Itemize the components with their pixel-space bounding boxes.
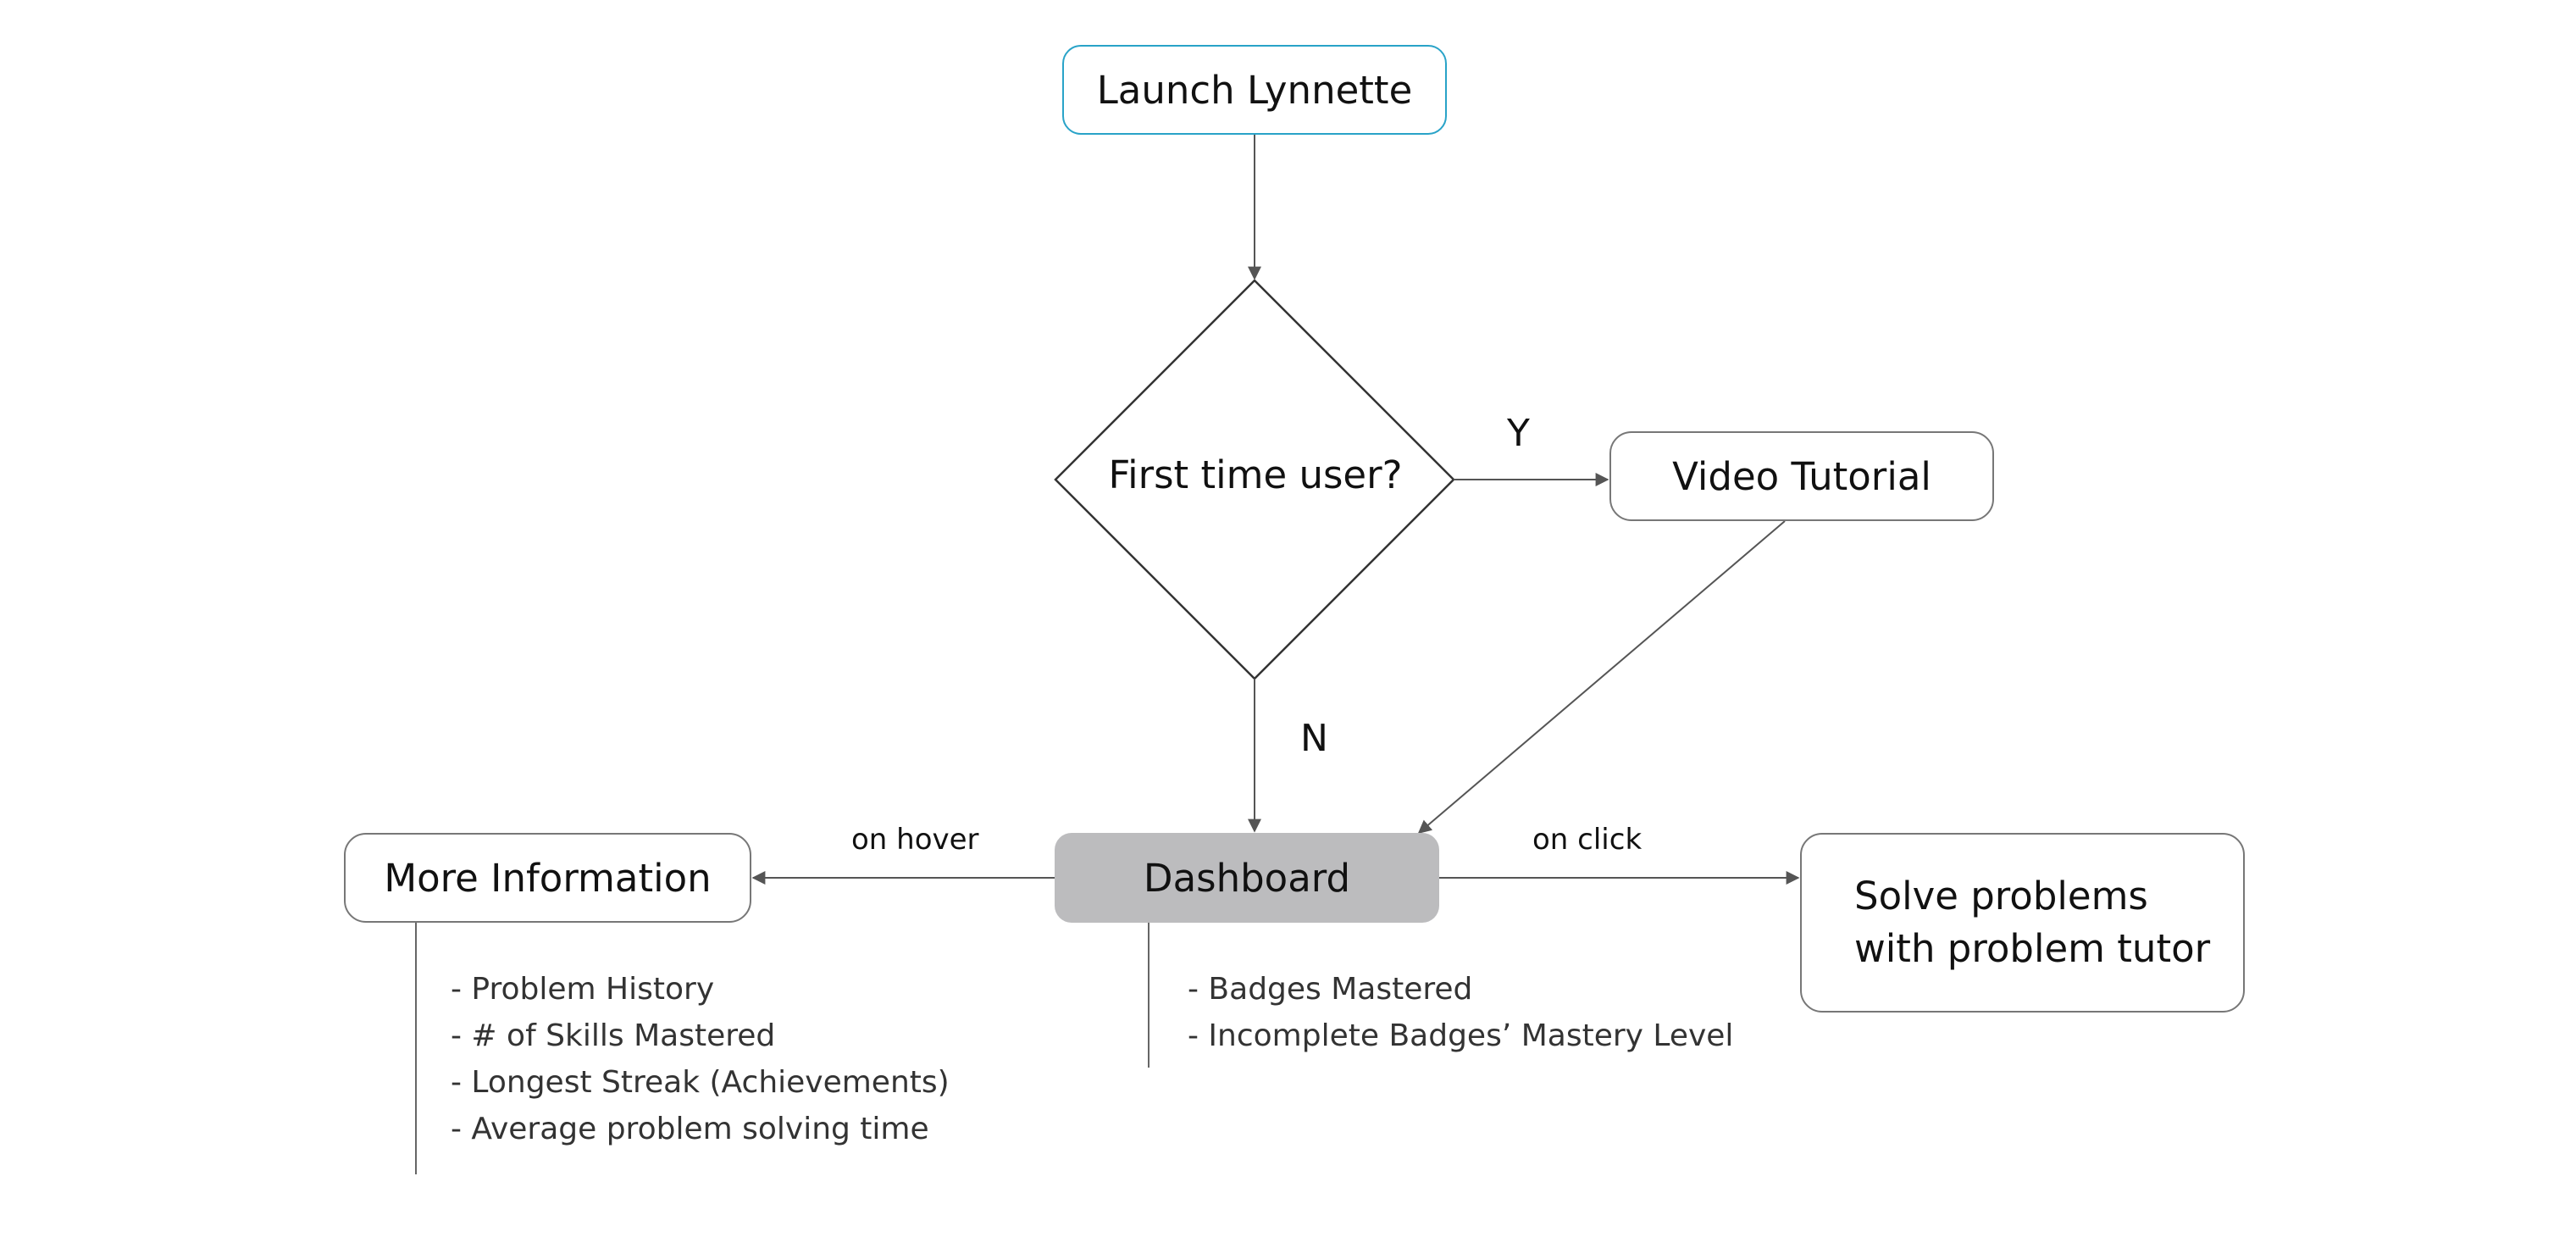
more-info-item: - Problem History bbox=[451, 972, 715, 1007]
edge-label-on-click: on click bbox=[1532, 823, 1643, 857]
edge-label-on-hover: on hover bbox=[851, 823, 979, 857]
video-tutorial-node: Video Tutorial bbox=[1609, 431, 1994, 521]
edge-label-yes: Y bbox=[1507, 412, 1530, 455]
launch-lynnette-node: Launch Lynnette bbox=[1062, 45, 1447, 135]
more-info-detail-list: - Problem History - # of Skills Mastered… bbox=[451, 966, 950, 1152]
solve-problems-node: Solve problems with problem tutor bbox=[1800, 833, 2245, 1013]
dashboard-detail-list: - Badges Mastered - Incomplete Badges’ M… bbox=[1188, 966, 1733, 1059]
dashboard-label: Dashboard bbox=[1143, 855, 1351, 901]
more-info-item: - Longest Streak (Achievements) bbox=[451, 1065, 950, 1100]
more-information-label: More Information bbox=[384, 855, 712, 901]
solve-problems-label: Solve problems with problem tutor bbox=[1854, 874, 2211, 971]
more-info-item: - Average problem solving time bbox=[451, 1112, 929, 1146]
launch-lynnette-label: Launch Lynnette bbox=[1096, 67, 1413, 113]
edge-label-no: N bbox=[1300, 717, 1328, 760]
dashboard-item: - Incomplete Badges’ Mastery Level bbox=[1188, 1018, 1734, 1053]
dashboard-node: Dashboard bbox=[1055, 833, 1439, 923]
video-tutorial-label: Video Tutorial bbox=[1672, 453, 1931, 499]
dashboard-item: - Badges Mastered bbox=[1188, 972, 1473, 1007]
more-information-node: More Information bbox=[344, 833, 751, 923]
first-time-user-decision-label: First time user? bbox=[1108, 452, 1403, 497]
arrow-video-to-dashboard bbox=[1417, 520, 1786, 835]
more-info-item: - # of Skills Mastered bbox=[451, 1018, 776, 1053]
